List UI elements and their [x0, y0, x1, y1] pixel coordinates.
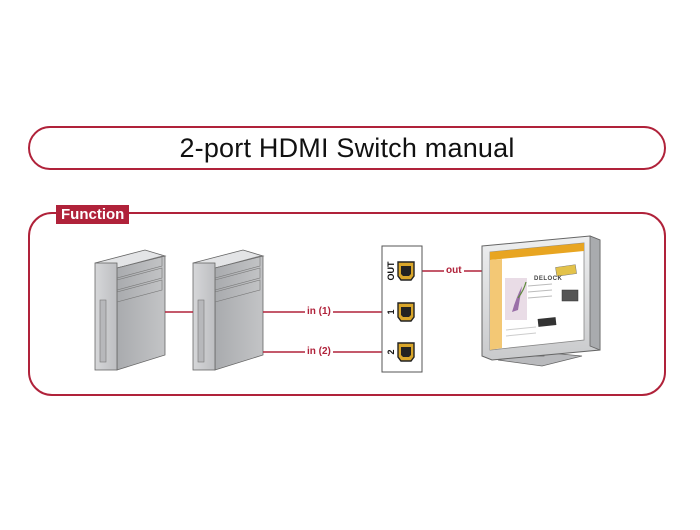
port-id-1: 1 [386, 309, 396, 315]
title-banner: 2-port HDMI Switch manual [28, 126, 666, 170]
monitor-screen-text: DELOCK [534, 276, 563, 282]
computer-tower-icon [192, 249, 265, 371]
hdmi-port-icon [397, 261, 415, 281]
page-title: 2-port HDMI Switch manual [179, 132, 515, 163]
out-label: out [444, 265, 464, 277]
monitor-icon [481, 235, 601, 367]
section-label: Function [56, 205, 130, 224]
computer-tower-icon [94, 249, 167, 371]
in2-label: in (2) [305, 346, 333, 358]
port-id-out: OUT [386, 261, 396, 281]
hdmi-port-icon [397, 302, 415, 322]
in1-label: in (1) [305, 306, 333, 318]
hdmi-port-icon [397, 342, 415, 362]
hdmi-switch-icon [381, 245, 423, 373]
function-panel [28, 212, 666, 396]
port-id-2: 2 [386, 349, 396, 355]
